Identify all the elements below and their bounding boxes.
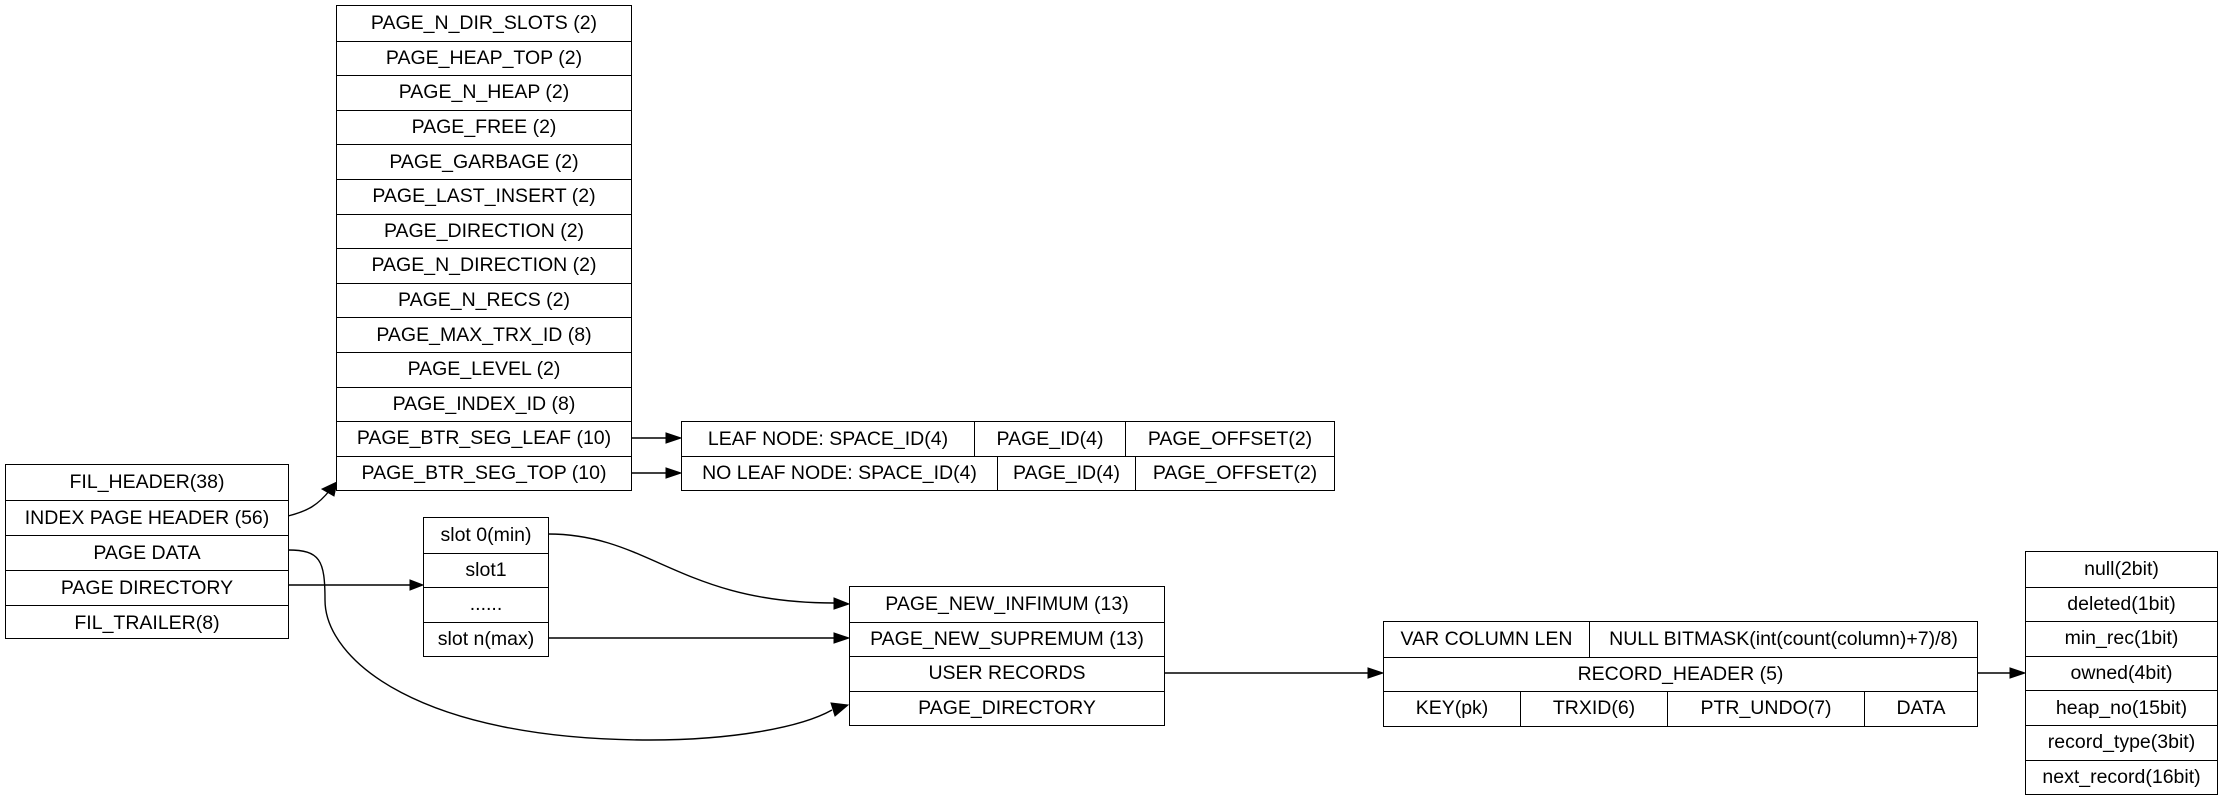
slot-max: slot n(max) <box>437 628 535 651</box>
page-structure-node: FIL_HEADER(38) INDEX PAGE HEADER (56) PA… <box>5 464 289 639</box>
bit-field-owned: owned(4bit) <box>2070 662 2173 685</box>
segment-pointer-node: LEAF NODE: SPACE_ID(4) PAGE_ID(4) PAGE_O… <box>681 421 1335 491</box>
header-field: PAGE_N_RECS (2) <box>398 289 570 312</box>
header-field: PAGE_FREE (2) <box>411 116 557 139</box>
bit-field-deleted: deleted(1bit) <box>2067 592 2176 615</box>
btr-seg-leaf-field: PAGE_BTR_SEG_LEAF (10) <box>356 427 612 450</box>
record-header: RECORD_HEADER (5) <box>1577 662 1784 685</box>
no-leaf-node-space-id: NO LEAF NODE: SPACE_ID(4) <box>702 462 977 484</box>
user-records: USER RECORDS <box>928 662 1086 685</box>
header-field: PAGE_N_HEAP (2) <box>398 81 570 104</box>
header-field: PAGE_MAX_TRX_ID (8) <box>376 323 592 346</box>
no-leaf-node-page-offset: PAGE_OFFSET(2) <box>1135 457 1334 490</box>
leaf-node-page-id: PAGE_ID(4) <box>974 422 1125 456</box>
slot-1: slot1 <box>465 558 507 581</box>
index-page-header-cell: INDEX PAGE HEADER (56) <box>24 506 270 529</box>
bit-field-heap-no: heap_no(15bit) <box>2055 696 2188 719</box>
fil-trailer-cell: FIL_TRAILER(8) <box>74 611 220 634</box>
bit-field-min-rec: min_rec(1bit) <box>2064 627 2179 650</box>
no-leaf-node-page-id: PAGE_ID(4) <box>997 457 1135 490</box>
header-field: PAGE_INDEX_ID (8) <box>392 392 576 415</box>
index-page-header-node: PAGE_N_DIR_SLOTS (2) PAGE_HEAP_TOP (2) P… <box>336 5 632 491</box>
bit-field-record-type: record_type(3bit) <box>2047 731 2196 754</box>
btr-seg-top-field: PAGE_BTR_SEG_TOP (10) <box>361 462 607 485</box>
edge-arrowhead <box>665 432 683 444</box>
page-directory-record: PAGE_DIRECTORY <box>918 697 1096 720</box>
header-field: PAGE_HEAP_TOP (2) <box>385 46 583 69</box>
record-header-bits-node: null(2bit) deleted(1bit) min_rec(1bit) o… <box>2025 551 2218 795</box>
user-record-node: VAR COLUMN LEN NULL BITMASK(int(count(co… <box>1383 621 1978 727</box>
header-field: PAGE_DIRECTION (2) <box>383 219 585 242</box>
bit-field-null: null(2bit) <box>2084 557 2159 580</box>
edge-arrowhead <box>409 579 425 591</box>
data-field: DATA <box>1864 692 1977 726</box>
header-field: PAGE_LAST_INSERT (2) <box>372 185 596 208</box>
edge-arrowhead <box>320 481 338 497</box>
var-column-len: VAR COLUMN LEN <box>1400 627 1573 650</box>
page-directory-slots-node: slot 0(min) slot1 ...... slot n(max) <box>423 517 549 657</box>
edge-arrowhead <box>2009 667 2027 679</box>
page-data-cell: PAGE DATA <box>93 541 201 564</box>
edge-slot0-to-infimum <box>547 533 835 604</box>
key-pk: KEY(pk) <box>1415 697 1489 720</box>
ptr-undo: PTR_UNDO(7) <box>1667 692 1864 726</box>
infimum-record: PAGE_NEW_INFIMUM (13) <box>885 592 1129 615</box>
supremum-record: PAGE_NEW_SUPREMUM (13) <box>870 627 1144 650</box>
header-field: PAGE_N_DIRECTION (2) <box>371 254 597 277</box>
edge-arrowhead <box>665 467 683 479</box>
leaf-node-page-offset: PAGE_OFFSET(2) <box>1125 422 1334 456</box>
page-directory-cell: PAGE DIRECTORY <box>60 576 234 599</box>
slot-min: slot 0(min) <box>440 523 532 546</box>
bit-field-next-record: next_record(16bit) <box>2042 765 2201 788</box>
edge-arrowhead <box>830 702 850 717</box>
header-field: PAGE_N_DIR_SLOTS (2) <box>370 11 598 34</box>
header-field: PAGE_GARBAGE (2) <box>389 150 579 173</box>
page-data-node: PAGE_NEW_INFIMUM (13) PAGE_NEW_SUPREMUM … <box>849 586 1165 726</box>
edge-page-data-to-page-directory <box>287 549 833 741</box>
trx-id: TRXID(6) <box>1520 692 1667 726</box>
edge-arrowhead <box>833 632 851 644</box>
leaf-node-space-id: LEAF NODE: SPACE_ID(4) <box>707 427 949 450</box>
edge-index-header-to-header-fields <box>287 489 331 517</box>
edge-arrowhead <box>1367 667 1385 679</box>
slot-ellipsis: ...... <box>469 593 503 616</box>
edge-arrowhead <box>833 597 851 610</box>
fil-header-cell: FIL_HEADER(38) <box>69 471 225 493</box>
header-field: PAGE_LEVEL (2) <box>407 358 561 381</box>
null-bitmask: NULL BITMASK(int(count(column)+7)/8) <box>1589 622 1977 657</box>
